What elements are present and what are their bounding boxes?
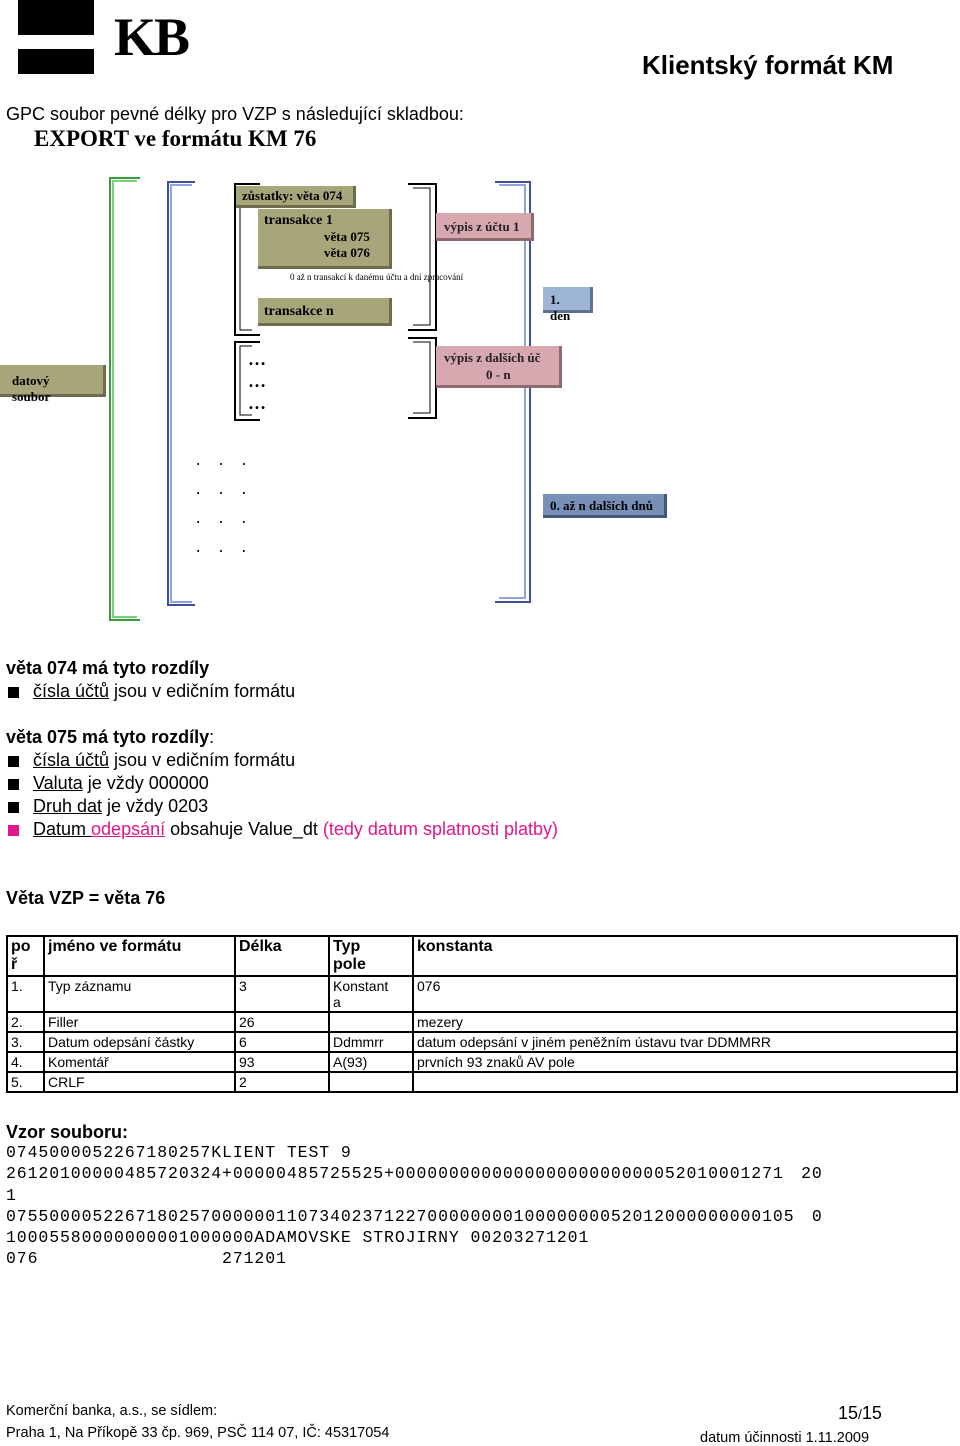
footer-address: Praha 1, Na Příkopě 33 čp. 969, PSČ 114 … bbox=[6, 1425, 390, 1441]
table-row: 5. CRLF 2 bbox=[6, 1071, 958, 1093]
sample-line-5: 10005580000000001000000ADAMOVSKE STROJIR… bbox=[6, 1228, 590, 1247]
bullet-square-icon bbox=[8, 779, 19, 790]
bullet-square-icon bbox=[8, 756, 19, 767]
veta-075-bullet-3: Druh dat je vždy 0203 bbox=[33, 796, 209, 816]
intro-line: GPC soubor pevné délky pro VZP s následu… bbox=[6, 104, 464, 124]
transakce-note: 0 až n transakcí k danému účtu a dni zpr… bbox=[290, 272, 464, 282]
bullet-square-pink-icon bbox=[8, 825, 19, 836]
col-header-jmeno: jméno ve formátu bbox=[43, 935, 236, 977]
bullet-square-icon bbox=[8, 687, 19, 698]
veta-075-bullet-1: čísla účtů jsou v edičním formátu bbox=[33, 750, 296, 770]
table-row: 4. Komentář 93 A(93) prvních 93 znaků AV… bbox=[6, 1051, 958, 1073]
den-1-box: 1. den bbox=[543, 287, 593, 323]
col-header-delka: Délka bbox=[234, 935, 330, 977]
kb-logo-text: KB bbox=[114, 7, 190, 67]
vypis-dalsich-line2: 0 - n bbox=[486, 367, 511, 382]
table-row: 2. Filler 26 mezery bbox=[6, 1011, 958, 1033]
transakce-n-box: transakce n bbox=[258, 298, 392, 326]
veta-075-bullet-2: Valuta je vždy 000000 bbox=[33, 773, 209, 793]
veta-076-label: věta 076 bbox=[324, 245, 370, 260]
veta-075-bullet-4: Datum odepsání obsahuje Value_dt (tedy d… bbox=[33, 819, 559, 839]
dalsich-dnu-box: 0. až n dalších dnů bbox=[543, 494, 667, 518]
col-header-typ: Typ pole bbox=[328, 935, 414, 977]
sample-line-6: 076 271201 bbox=[6, 1249, 287, 1268]
vypis-dalsich-line1: výpis z dalších úč bbox=[444, 350, 541, 365]
table-row: 1. Typ záznamu 3 Konstant a 076 bbox=[6, 975, 958, 1013]
veta-075-heading: věta 075 má tyto rozdíly: bbox=[6, 727, 215, 747]
kb-logo-mark bbox=[18, 0, 94, 74]
datovy-soubor-box: datový soubor bbox=[0, 365, 106, 404]
footer-company: Komerční banka, a.s., se sídlem: bbox=[6, 1403, 218, 1419]
transakce-1-label: transakce 1 bbox=[264, 213, 333, 228]
sample-line-3: 1 bbox=[6, 1186, 17, 1205]
veta-074-bullet-1: čísla účtů jsou v edičním formátu bbox=[33, 681, 296, 701]
col-header-por: po ř bbox=[6, 935, 45, 977]
sample-heading: Vzor souboru: bbox=[6, 1122, 128, 1142]
col-header-konstanta: konstanta bbox=[412, 935, 958, 977]
more-accounts-dots: . . . . . . . . . . . . bbox=[194, 454, 252, 557]
document-title: Klientský formát KM bbox=[642, 50, 894, 80]
transakce-1-box: transakce 1 věta 075 věta 076 bbox=[258, 209, 392, 269]
vzp-heading: Věta VZP = věta 76 bbox=[6, 888, 166, 908]
effective-date: datum účinnosti 1.11.2009 bbox=[700, 1430, 870, 1446]
vzp-spec-table: po ř jméno ve formátu Délka Typ pole kon… bbox=[6, 935, 958, 1093]
table-header-row: po ř jméno ve formátu Délka Typ pole kon… bbox=[6, 935, 958, 977]
table-row: 3. Datum odepsání částky 6 Ddmmrr datum … bbox=[6, 1031, 958, 1053]
sample-line-4: 0755000052267180257000000110734023712270… bbox=[6, 1207, 823, 1226]
veta-074-heading: věta 074 má tyto rozdíly bbox=[6, 658, 210, 678]
vypis-z-uctu-box: výpis z účtu 1 bbox=[436, 213, 534, 241]
vypis-dalsich-uctu-box: výpis z dalších úč 0 - n bbox=[436, 346, 562, 388]
veta-075-label: věta 075 bbox=[324, 229, 370, 244]
bullet-square-icon bbox=[8, 802, 19, 813]
more-transactions-dots: … … … bbox=[248, 349, 268, 413]
sample-line-1: 0745000052267180257KLIENT TEST 9 bbox=[6, 1143, 352, 1162]
sample-line-2: 26120100000485720324+00000485725525+0000… bbox=[6, 1164, 823, 1183]
export-subtitle: EXPORT ve formátu KM 76 bbox=[34, 126, 317, 151]
page-number: 15/15 bbox=[838, 1403, 882, 1423]
zustatky-box: zůstatky: věta 074 bbox=[236, 186, 356, 208]
